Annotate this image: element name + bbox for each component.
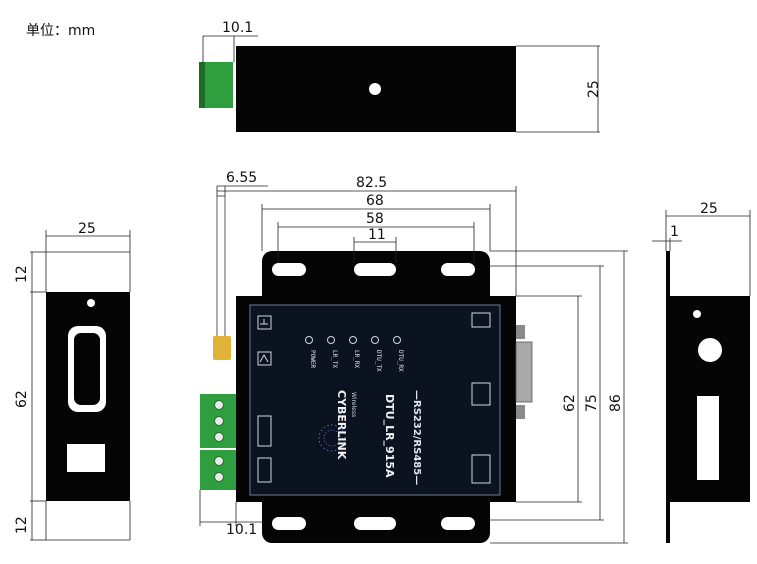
interface-label: —RS232/RS485— [411,390,422,485]
dim-58: 58 [366,211,384,227]
led-dtu-tx [371,336,379,344]
top-dim-width: 10.1 [222,20,253,36]
right-view: 25 1 [652,201,751,543]
antenna-icon [257,351,272,366]
dim-overall: 82.5 [356,175,387,191]
led-label-lr-tx: LR_TX [331,350,338,368]
dim-antenna: 6.55 [226,170,257,186]
brand-logo: CYBERLINK Wireless [318,390,357,460]
flange-slot-tr [441,263,475,276]
terminal-block-bottom [200,450,236,490]
flange-slot-bl [272,517,306,530]
signal-terminal-label [257,457,272,483]
right-view-slot [697,396,719,480]
led-dtu-rx [393,336,401,344]
power-terminal-label [257,415,272,447]
left-dim-width: 25 [78,221,96,237]
rs485-icon [471,454,491,484]
db9-cutout-inner [74,333,100,405]
dim-bottom: 10.1 [226,522,257,538]
top-view: 10.1 25 [199,20,602,133]
right-dim-width: 25 [700,201,718,217]
reset-icon [471,312,491,328]
right-view-plate [666,251,670,543]
dim-62: 62 [562,394,578,412]
led-label-lr-rx: LR_RX [353,350,360,368]
front-label-panel [249,304,501,496]
led-lr-rx [349,336,357,344]
right-view-hole-small [693,310,701,318]
led-lr-tx [327,336,335,344]
led-label-dtu-rx: DTU_RX [397,350,404,372]
dim-86: 86 [608,394,624,412]
flange-slot-bc [354,517,396,530]
front-view: POWER LR_TX LR_RX DTU_TX DTU_RX CYBERLIN… [200,195,533,543]
right-dim-plate: 1 [670,224,679,240]
db9-icon [471,382,491,406]
db9-connector [515,341,533,403]
front-dimensions: 6.55 82.5 68 58 11 62 75 [199,170,628,544]
left-view-window [67,444,105,472]
antenna-base [213,336,231,360]
top-view-terminal [203,62,233,108]
top-dim-height: 25 [586,80,602,98]
unit-label: 单位：mm [26,23,96,39]
ground-icon [257,315,272,330]
antenna [216,195,226,342]
dim-75: 75 [584,394,600,412]
left-view: 25 12 62 12 [14,221,131,541]
top-view-hole [369,83,381,95]
dim-11: 11 [368,227,386,243]
led-power [305,336,313,344]
db9-screw-bottom [516,405,525,419]
model-name: DTU_LR_915A [383,394,396,478]
flange-slot-br [441,517,475,530]
left-dim-mid: 62 [14,390,30,408]
left-dim-bottom: 12 [14,516,30,534]
db9-screw-top [516,325,525,339]
left-dim-top: 12 [14,265,30,283]
brand-name: CYBERLINK [335,390,348,460]
top-view-terminal-edge [199,62,205,108]
flange-slot-tl [272,263,306,276]
terminal-block-top [200,394,236,448]
led-label-dtu-tx: DTU_TX [375,350,382,372]
dim-68: 68 [366,193,384,209]
left-view-hole [87,299,95,307]
brand-sub: Wireless [350,392,357,417]
flange-slot-tc [354,263,396,276]
right-view-hole-large [698,338,722,362]
led-label-power: POWER [309,350,316,368]
